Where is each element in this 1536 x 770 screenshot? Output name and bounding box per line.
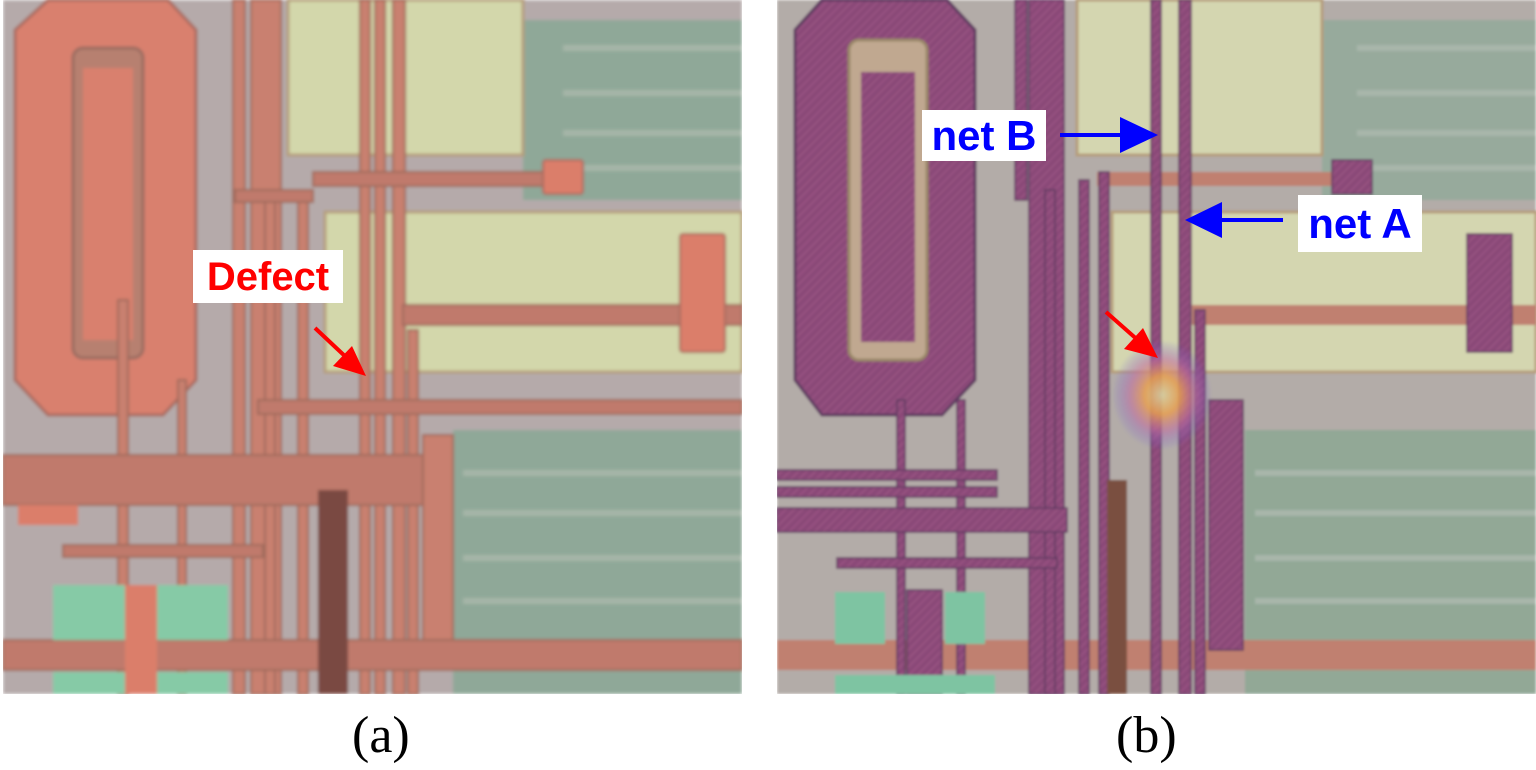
panel-b-overlay-image (777, 0, 1536, 694)
layout-image-a (3, 0, 742, 694)
layout-image-b (777, 0, 1536, 694)
caption-a: (a) (352, 707, 410, 764)
net-b-label: net B (922, 110, 1046, 161)
caption-b: (b) (1116, 707, 1177, 764)
defect-label: Defect (193, 250, 343, 303)
net-a-label: net A (1298, 195, 1422, 252)
panel-a-optical-image (3, 0, 742, 694)
